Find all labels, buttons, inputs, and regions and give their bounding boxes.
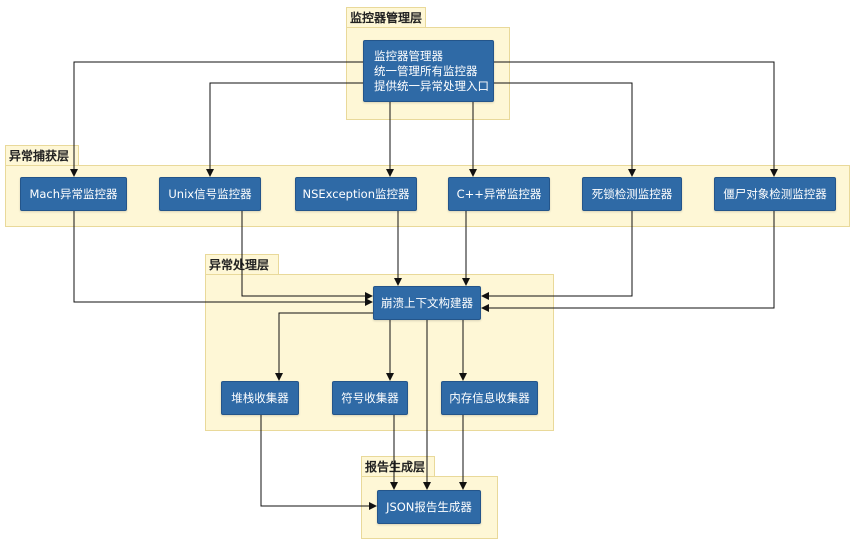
layer-report-tab: 报告生成层 (361, 456, 435, 477)
monitor-manager-node: 监控器管理器 统一管理所有监控器 提供统一异常处理入口 (363, 40, 494, 102)
stack-collector-node: 堆栈收集器 (221, 381, 299, 415)
edge-manager-to-zombie (494, 61, 778, 177)
crash-context-builder-node: 崩溃上下文构建器 (373, 286, 481, 320)
layer-processing-tab: 异常处理层 (205, 254, 279, 275)
nsexception-monitor-node: NSException监控器 (295, 177, 417, 211)
edge-manager-to-unix (206, 82, 363, 177)
deadlock-monitor-node: 死锁检测监控器 (582, 177, 682, 211)
mach-monitor-node: Mach异常监控器 (20, 177, 127, 211)
edge-manager-to-mach (70, 61, 363, 177)
json-report-generator-node: JSON报告生成器 (377, 490, 481, 524)
cpp-monitor-node: C++异常监控器 (448, 177, 550, 211)
layer-manager-tab: 监控器管理层 (346, 7, 426, 28)
manager-line-3: 提供统一异常处理入口 (374, 78, 489, 93)
unix-monitor-node: Unix信号监控器 (159, 177, 261, 211)
zombie-monitor-node: 僵尸对象检测监控器 (714, 177, 836, 211)
symbol-collector-node: 符号收集器 (332, 381, 408, 415)
layer-capture-tab: 异常捕获层 (5, 145, 79, 166)
manager-line-2: 统一管理所有监控器 (374, 63, 478, 78)
manager-line-1: 监控器管理器 (374, 48, 443, 63)
edge-manager-to-deadlock (494, 82, 636, 177)
memory-collector-node: 内存信息收集器 (441, 381, 538, 415)
